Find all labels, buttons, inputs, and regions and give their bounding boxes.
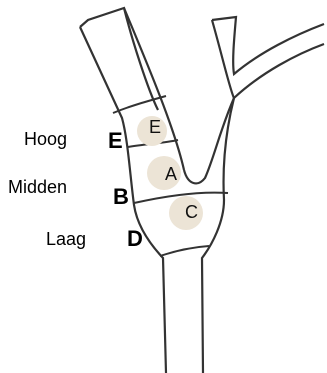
outer-letter-middle: B (113, 184, 129, 209)
inner-letter-bottom: C (185, 202, 198, 222)
inner-letter-top: E (149, 117, 161, 137)
label-low: Laag (46, 229, 86, 249)
side-branch-lower-edge (234, 44, 324, 98)
outer-letter-low: D (127, 226, 143, 251)
divider-top (113, 96, 166, 113)
side-branch-upper-edge (212, 17, 324, 74)
side-branch-inner-edge (212, 20, 234, 98)
label-high: Hoog (24, 129, 67, 149)
divider-bottom (160, 246, 209, 256)
inner-letter-middle: A (165, 164, 177, 184)
outer-letter-high: E (108, 128, 123, 153)
label-middle: Midden (8, 177, 67, 197)
